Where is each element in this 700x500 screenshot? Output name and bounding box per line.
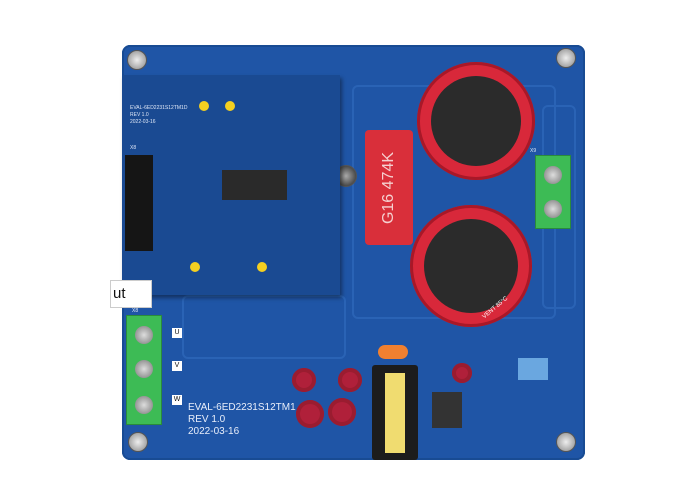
screw — [556, 432, 576, 452]
test-point — [199, 101, 209, 111]
gate-driver-ic — [222, 170, 287, 200]
terminal-screw[interactable] — [544, 166, 562, 184]
daughter-board-name: EVAL-6ED2231S12TM1D — [130, 105, 188, 111]
terminal-screw[interactable] — [135, 396, 153, 414]
output-terminal-block — [126, 315, 162, 425]
terminal-label-v: V — [172, 361, 182, 371]
dc-link-capacitor: VENT 85°C — [410, 205, 532, 327]
daughter-board: EVAL-6ED2231S12TM1D REV 1.0 2022-03-16 X… — [122, 75, 340, 295]
terminal-screw[interactable] — [135, 360, 153, 378]
film-capacitor-marking: G16 474K — [380, 151, 397, 224]
screw — [128, 432, 148, 452]
main-board-silkscreen: EVAL-6ED2231S12TM1 REV 1.0 2022-03-16 — [188, 402, 296, 438]
terminal-screw[interactable] — [544, 200, 562, 218]
input-terminal-block — [535, 155, 571, 229]
film-capacitor: G16 474K — [365, 130, 413, 245]
overlay-label: ut — [110, 280, 152, 308]
output-terminal-ref: X8 — [132, 308, 139, 314]
film-capacitor-small — [518, 358, 548, 380]
transformer — [372, 365, 418, 460]
copper-trace — [182, 295, 346, 359]
electrolytic-capacitor — [338, 368, 362, 392]
daughter-board-silkscreen: EVAL-6ED2231S12TM1D REV 1.0 2022-03-16 — [130, 105, 187, 126]
y-capacitor — [378, 345, 408, 359]
test-point — [225, 101, 235, 111]
connector-ref: X8 — [130, 145, 137, 151]
main-board-name: EVAL-6ED2231S12TM1 — [188, 402, 296, 413]
terminal-label-u: U — [172, 328, 182, 338]
input-terminal-ref: X9 — [530, 148, 537, 154]
daughter-board-rev: REV 1.0 — [130, 112, 149, 118]
test-point — [190, 262, 200, 272]
main-board-date: 2022-03-16 — [188, 426, 240, 437]
electrolytic-capacitor — [296, 400, 324, 428]
test-point — [257, 262, 267, 272]
electrolytic-capacitor — [292, 368, 316, 392]
terminal-screw[interactable] — [135, 326, 153, 344]
terminal-label-w: W — [172, 395, 182, 405]
daughter-board-date: 2022-03-16 — [130, 119, 156, 125]
electrolytic-capacitor — [452, 363, 472, 383]
transformer-bobbin — [385, 373, 405, 453]
pin-header-connector — [125, 155, 153, 251]
main-board-rev: REV 1.0 — [188, 414, 226, 425]
power-mosfet — [432, 392, 462, 428]
screw — [127, 50, 147, 70]
electrolytic-capacitor — [328, 398, 356, 426]
screw — [556, 48, 576, 68]
dc-link-capacitor — [417, 62, 535, 180]
